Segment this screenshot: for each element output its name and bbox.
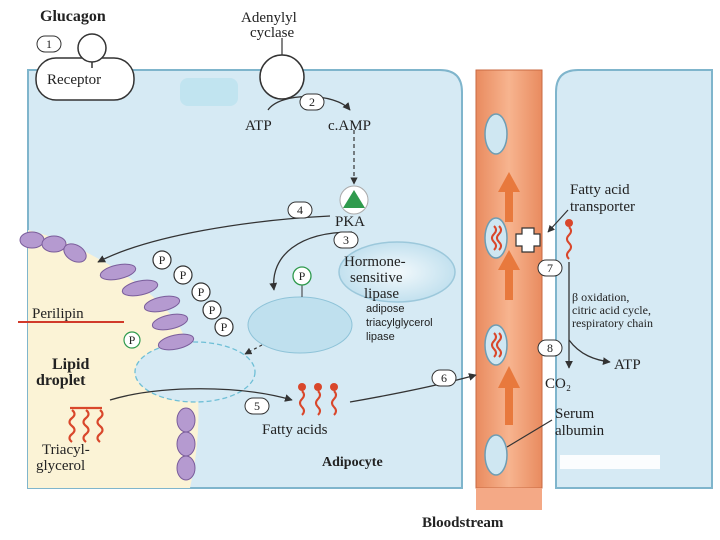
label-atp-top: ATP [245,118,272,134]
perilipin-phosphates [123,250,234,349]
fatty-acid-transporter-shape [515,227,541,253]
label-atp-right: ATP [614,357,641,373]
label-atgl-3: lipase [366,331,395,343]
svg-text:2: 2 [309,95,315,109]
label-perilipin: Perilipin [32,306,84,322]
pka-to-hsl-arrow [269,231,353,291]
step-2-badge: 2 [299,93,325,111]
glucagon-molecule [77,33,107,63]
pka-triangle [343,190,365,208]
svg-text:4: 4 [297,203,303,217]
label-hsl-3: lipase [364,286,399,302]
step-badges: 1 2 3 4 5 6 7 8 [36,35,563,415]
label-atgl-1: adipose [366,303,405,315]
label-glucagon: Glucagon [40,8,106,25]
albumin-bound-fatty-acids [491,225,502,358]
label-beta-1: β oxidation, [572,290,629,304]
blood-vessel-bottom [476,488,542,510]
label-camp: c.AMP [328,118,371,134]
step-1-badge: 1 [36,35,62,53]
phosphate-hsl [292,266,312,286]
label-fa-transporter-1: Fatty acid [570,182,630,198]
phosphate-labels: P P P P P P P [129,253,306,347]
label-adipocyte: Adipocyte [322,455,383,470]
label-lipid: Lipid [52,356,89,373]
svg-text:7: 7 [547,261,553,275]
g-protein-blob [180,78,238,106]
transported-fatty-acid [566,226,572,260]
svg-text:8: 8 [547,341,553,355]
lipid-droplet-surface [134,341,256,403]
adenylyl-cyclase-shape [259,54,305,100]
activated-lipase-shape [247,296,353,354]
fatty-acids-glyph [298,383,338,416]
albumin-pointer [506,419,553,448]
label-co2: CO₂ [545,376,571,392]
albumin-label-patch [560,455,660,469]
phosphate-label: P [180,268,187,282]
step-6-badge: 6 [431,369,457,387]
right-cell [555,69,713,489]
step-8-badge: 8 [537,339,563,357]
label-hsl-1: Hormone- [344,254,406,270]
step-3-badge: 3 [333,231,359,249]
label-pka: PKA [335,214,365,230]
svg-text:6: 6 [441,371,447,385]
label-hsl-2: sensitive [350,270,403,286]
label-albumin: albumin [555,423,605,439]
fatty-acids-to-blood-arrow [349,373,477,403]
droplet-to-fatty-acids-arrow [109,388,293,402]
triacylglycerol-chains [68,406,104,443]
to-atp-arrow [568,339,611,365]
label-beta-3: respiratory chain [572,316,653,330]
label-beta-2: citric acid cycle, [572,303,651,317]
step-5-badge: 5 [244,397,270,415]
phosphate-label: P [221,320,228,334]
label-adenylyl: Adenylyl [241,10,297,26]
label-fatty-acids: Fatty acids [262,422,328,438]
label-cyclase: cyclase [250,25,294,41]
label-receptor: Receptor [47,72,101,88]
hormone-sensitive-lipase-shape [338,241,456,303]
phosphate-label: P [129,333,136,347]
perilipin-chain [19,231,196,481]
label-fa-transporter-2: transporter [570,199,635,215]
phosphate-label: P [198,285,205,299]
label-atgl-2: triacylglycerol [366,317,433,329]
svg-text:3: 3 [343,233,349,247]
label-serum: Serum [555,406,594,422]
label-droplet: droplet [36,372,86,389]
label-glycerol: glycerol [36,458,85,474]
phosphate-label: P [159,253,166,267]
label-triacyl: Triacyl- [42,442,90,458]
phosphate-label: P [299,269,306,283]
step-4-badge: 4 [287,201,313,219]
transporter-pointer [547,209,569,233]
blood-flow-arrows [498,172,520,425]
svg-text:1: 1 [46,37,52,51]
label-bloodstream: Bloodstream [422,515,504,531]
phosphate-label: P [209,303,216,317]
svg-text:5: 5 [254,399,260,413]
step-7-badge: 7 [537,259,563,277]
